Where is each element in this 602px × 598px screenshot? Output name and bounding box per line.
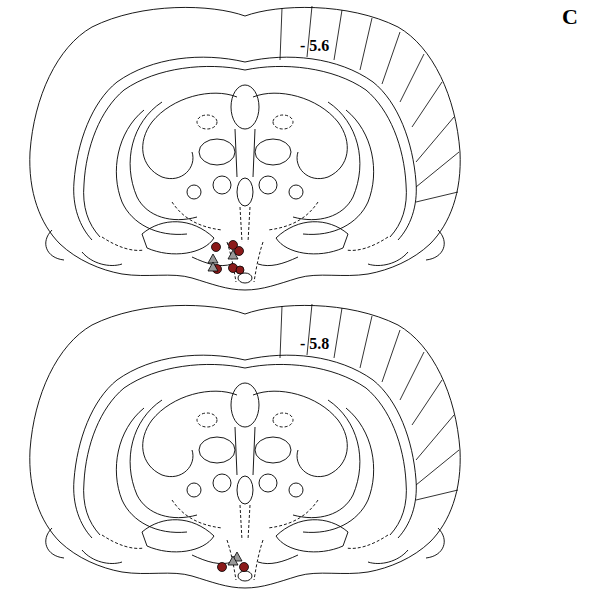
panel-letter: C <box>562 6 578 28</box>
section-level: - 5.8 <box>300 336 329 352</box>
site-markers <box>208 241 249 572</box>
coronal-section <box>30 304 460 588</box>
section-level: - 5.6 <box>300 38 329 54</box>
coronal-section <box>30 6 460 290</box>
